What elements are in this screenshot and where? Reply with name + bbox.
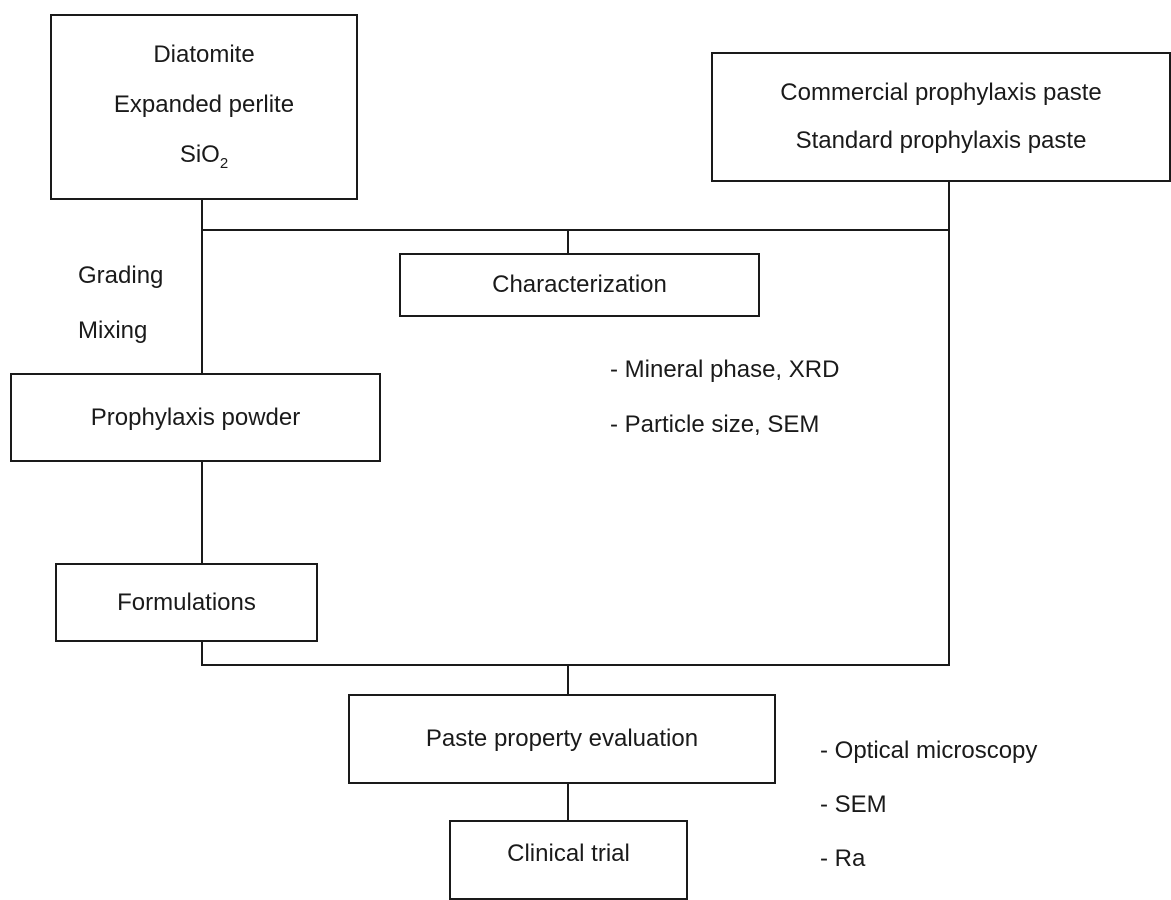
formulations-box: Formulations — [55, 563, 318, 642]
evaluation-method-sem: - SEM — [820, 791, 887, 818]
clinical-trial-box: Clinical trial — [449, 820, 688, 900]
connector-top-bar — [201, 229, 950, 231]
connector-formulations-down — [201, 640, 203, 666]
evaluation-method-optical: - Optical microscopy — [820, 737, 1038, 764]
paste-evaluation-title: Paste property evaluation — [425, 725, 699, 752]
paste-evaluation-box: Paste property evaluation — [348, 694, 776, 784]
step-mixing: Mixing — [78, 317, 148, 344]
characterization-box: Characterization — [399, 253, 760, 317]
connector-powder-to-formulations — [201, 460, 203, 564]
characterization-method-sem: - Particle size, SEM — [610, 411, 820, 438]
connector-raw-to-powder — [201, 200, 203, 374]
sio2-base: SiO — [179, 141, 220, 168]
clinical-trial-label: Clinical trial — [507, 840, 630, 867]
prophylaxis-powder-box: Prophylaxis powder — [10, 373, 381, 462]
evaluation-method-ra: - Ra — [820, 845, 866, 872]
raw-material-sio2: SiO2 — [179, 141, 229, 172]
standard-paste-label: Standard prophylaxis paste — [795, 127, 1087, 154]
reference-pastes-box: Commercial prophylaxis paste Standard pr… — [711, 52, 1171, 182]
formulations-label: Formulations — [117, 588, 256, 616]
raw-material-diatomite: Diatomite — [153, 41, 255, 68]
prophylaxis-powder-label: Prophylaxis powder — [90, 403, 301, 431]
connector-reference-down — [948, 180, 950, 666]
characterization-title: Characterization — [492, 271, 667, 298]
connector-to-characterization — [567, 229, 569, 253]
connector-to-evaluation — [567, 664, 569, 694]
sio2-subscript: 2 — [219, 155, 229, 172]
raw-materials-box: Diatomite Expanded perlite SiO2 — [50, 14, 358, 200]
raw-material-expanded-perlite: Expanded perlite — [113, 91, 295, 118]
connector-bottom-bar — [201, 664, 950, 666]
characterization-method-xrd: - Mineral phase, XRD — [610, 356, 840, 383]
step-grading: Grading — [78, 262, 164, 289]
connector-evaluation-to-trial — [567, 782, 569, 822]
commercial-paste-label: Commercial prophylaxis paste — [780, 79, 1102, 106]
